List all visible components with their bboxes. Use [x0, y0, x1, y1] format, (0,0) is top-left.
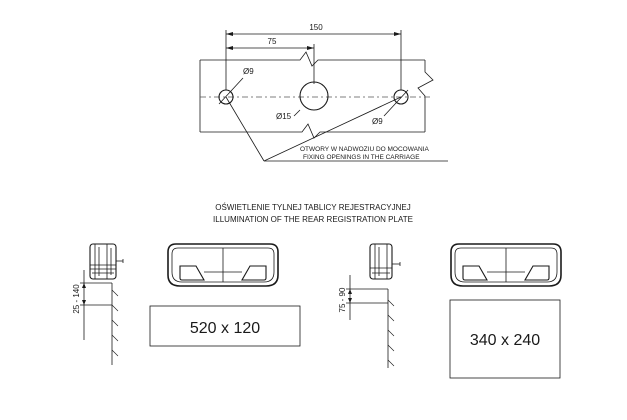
- mounting-surface-hatch-a: [111, 289, 119, 357]
- section-title-en: ILLUMINATION OF THE REAR REGISTRATION PL…: [213, 215, 413, 224]
- mount-line-a: [80, 282, 113, 365]
- leader-hole-center: [293, 109, 301, 117]
- hole-center-label: Ø15: [276, 112, 292, 121]
- leader-hole-right: [383, 89, 409, 117]
- lens-left-a: [179, 265, 205, 281]
- height-range-b: 75 - 90: [338, 287, 347, 312]
- plate-size-b: 340 x 240: [470, 332, 540, 349]
- lens-right-b: [524, 265, 550, 281]
- leader-hole-left: [218, 77, 244, 105]
- hole-right-label: Ø9: [372, 117, 383, 126]
- dimension-75: 75: [226, 37, 314, 50]
- lamp-front-view-b: [450, 243, 562, 287]
- license-plate-b: [449, 299, 561, 379]
- lamp-side-view-b: [369, 243, 401, 280]
- plate-size-a: 520 x 120: [190, 320, 260, 337]
- dimension-150: 150: [226, 23, 401, 36]
- hole-center: [299, 81, 329, 111]
- carriage-panel: [199, 51, 434, 139]
- license-plate-a: [149, 305, 301, 347]
- lens-right-a: [241, 265, 267, 281]
- note-pl: OTWORY W NADWOZIU DO MOCOWANIA: [300, 146, 429, 153]
- note-leaders: [225, 96, 448, 162]
- height-dimension-a: [82, 270, 86, 340]
- hole-left: [218, 89, 234, 105]
- hole-right: [393, 89, 409, 105]
- section-title-pl: OŚWIETLENIE TYLNEJ TABLICY REJESTRACYJNE…: [215, 203, 410, 212]
- lamp-front-view-a: [167, 243, 279, 287]
- mounting-surface-hatch-b: [387, 299, 395, 367]
- lamp-side-view-a: [89, 243, 124, 280]
- mount-line-b: [346, 288, 389, 368]
- hole-left-label: Ø9: [243, 67, 254, 76]
- note-en: FIXING OPENINGS IN THE CARRIAGE: [303, 154, 420, 161]
- dimension-150-label: 150: [309, 23, 323, 32]
- dimension-75-label: 75: [268, 37, 277, 46]
- lens-left-b: [462, 265, 488, 281]
- height-range-a: 25 - 140: [72, 284, 81, 314]
- height-dimension-b: [348, 275, 352, 320]
